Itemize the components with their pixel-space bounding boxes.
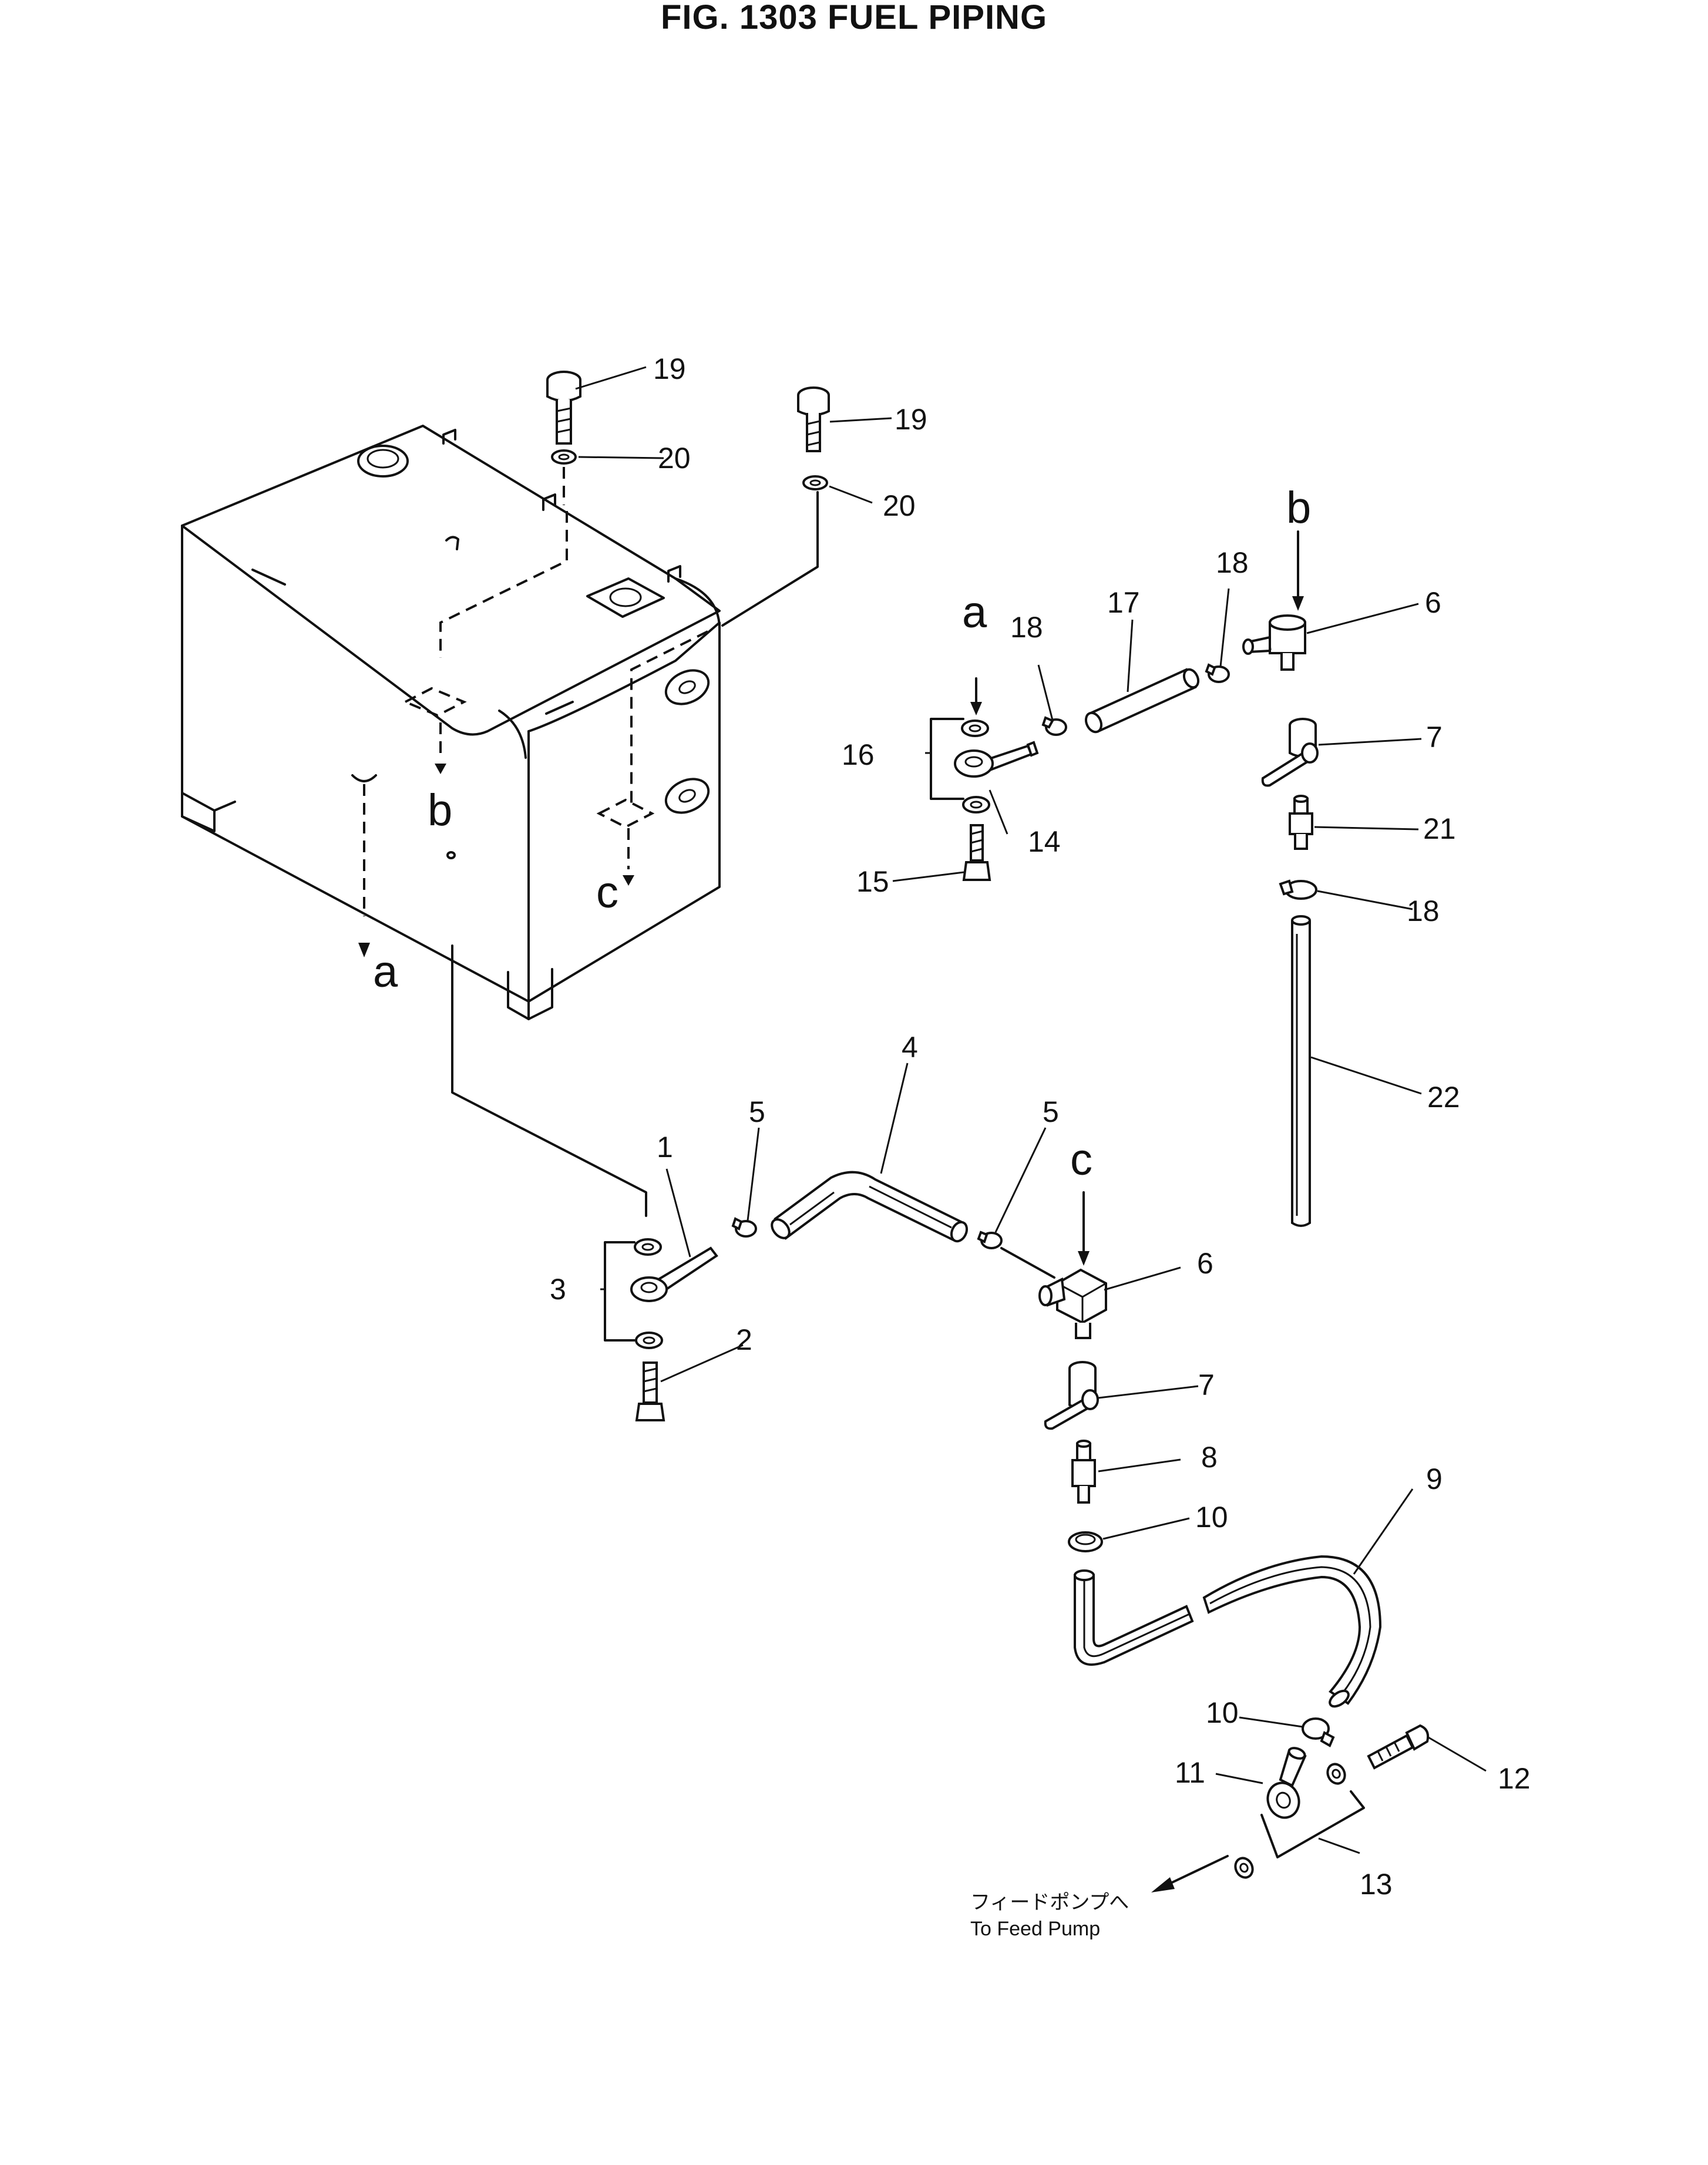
- callout-numbers: 19 20 19 20 1 2 3 4 5 5 6 7 8 9 10 10 11…: [550, 352, 1531, 1901]
- cock-valve-7-upper: [1261, 718, 1319, 787]
- callout-5-left: 5: [749, 1095, 765, 1128]
- tee-fitting-6-upper: [1242, 614, 1306, 671]
- connector-21: [1289, 795, 1313, 850]
- feed-pump-note-jp: フィードポンプへ: [970, 1891, 1129, 1914]
- callout-5-right: 5: [1043, 1095, 1059, 1128]
- bolt-19-left: [546, 371, 581, 445]
- tank-hidden-lines: [363, 511, 708, 916]
- callout-10-upper: 10: [1195, 1501, 1228, 1534]
- bracket-3: [604, 1241, 636, 1342]
- hose-17: [1084, 668, 1200, 734]
- reference-letters: b c a a b c: [373, 483, 1311, 1185]
- hose-clamp-10-lower: [1302, 1717, 1335, 1747]
- cock-valve-7-lower: [1044, 1361, 1099, 1430]
- callout-15: 15: [856, 865, 889, 898]
- outlet-b-point: [446, 851, 456, 859]
- fuel-tank: [181, 425, 721, 1020]
- washer-16-upper: [961, 720, 989, 737]
- callout-14: 14: [1028, 825, 1061, 858]
- hose-4: [771, 1171, 969, 1243]
- washer-3-lower: [635, 1332, 663, 1349]
- hose-22: [1291, 915, 1311, 1227]
- callout-2: 2: [736, 1323, 752, 1356]
- hose-clamp-10-upper: [1068, 1531, 1103, 1552]
- washer-20-right: [802, 475, 828, 490]
- arrow-b-down: [435, 764, 446, 774]
- callout-6-upper: 6: [1425, 586, 1441, 619]
- feed-pump-arrow-line: [1165, 1855, 1229, 1887]
- pipe-b-to-fitting-1: [451, 944, 647, 1217]
- callout-19-right: 19: [895, 403, 927, 436]
- callout-1: 1: [657, 1131, 673, 1164]
- gauge-flange: [586, 577, 665, 618]
- callout-20-left: 20: [658, 442, 691, 475]
- callout-12: 12: [1498, 1762, 1531, 1795]
- hose-clamp-18-right: [1205, 663, 1230, 683]
- hose-clamp-18-left: [1041, 716, 1067, 736]
- callout-7-lower: 7: [1198, 1369, 1215, 1401]
- drain-fitting-a: [351, 774, 377, 782]
- callout-21: 21: [1423, 812, 1456, 845]
- banjo-fitting-14: [954, 741, 1039, 778]
- callout-16: 16: [842, 738, 875, 771]
- hose-clamp-5-left: [731, 1217, 757, 1238]
- feed-pump-note-en: To Feed Pump: [970, 1918, 1100, 1940]
- letter-b-assembly: b: [1286, 483, 1311, 533]
- callout-10-lower: 10: [1206, 1696, 1239, 1729]
- arrow-c-head: [1078, 1251, 1090, 1266]
- callout-22: 22: [1427, 1081, 1460, 1114]
- pipe-clamp-to-tee: [1000, 1247, 1055, 1279]
- callout-17: 17: [1107, 586, 1140, 619]
- callout-4: 4: [902, 1031, 918, 1064]
- eye-bolt-12: [1367, 1724, 1430, 1770]
- callout-20-right: 20: [883, 489, 916, 522]
- elbow-fitting-11: [1266, 1747, 1307, 1819]
- arrow-a-down: [358, 943, 370, 957]
- bracket-13: [1260, 1790, 1365, 1858]
- arrow-b-head: [1292, 596, 1304, 611]
- letter-a-assembly: a: [962, 587, 987, 637]
- callout-3: 3: [550, 1273, 566, 1306]
- callout-7-upper: 7: [1426, 721, 1443, 754]
- washer-20-left: [551, 449, 577, 465]
- callout-18-left: 18: [1010, 611, 1043, 644]
- callout-8: 8: [1201, 1441, 1218, 1474]
- arrow-c-down: [623, 875, 634, 886]
- figure-title: FIG. 1303 FUEL PIPING: [660, 0, 1048, 36]
- leader-lines: [575, 366, 1487, 1854]
- bolt-19-right: [797, 386, 830, 452]
- washer-20-right-leader: [721, 491, 819, 627]
- feed-pump-arrowhead: [1151, 1877, 1175, 1892]
- tee-fitting-6-lower: [1038, 1268, 1107, 1339]
- callout-18-lower: 18: [1407, 895, 1440, 927]
- washer-13-right: [1326, 1763, 1346, 1785]
- washer-3-upper: [634, 1238, 662, 1256]
- side-boss-lower: [664, 778, 710, 814]
- letter-b-tank: b: [428, 785, 452, 835]
- washer-16-lower: [962, 796, 990, 813]
- eye-bolt-15: [962, 824, 991, 881]
- connector-8: [1071, 1440, 1096, 1504]
- callout-9: 9: [1426, 1463, 1443, 1495]
- washer-13-left: [1234, 1857, 1254, 1879]
- callout-18-right: 18: [1216, 546, 1249, 579]
- eye-bolt-2: [635, 1361, 665, 1421]
- letter-a-tank: a: [373, 947, 398, 997]
- hose-9: [1074, 1555, 1382, 1708]
- bracket-16: [930, 718, 964, 800]
- arrow-a-head: [970, 702, 982, 715]
- hose-clamp-18-lower: [1279, 879, 1317, 900]
- callout-11: 11: [1175, 1756, 1205, 1789]
- callout-13: 13: [1360, 1868, 1393, 1901]
- callout-19-left: 19: [653, 352, 686, 385]
- banjo-fitting-1: [630, 1246, 718, 1302]
- letter-c-assembly: c: [1070, 1135, 1092, 1185]
- side-boss-upper: [664, 669, 710, 705]
- letter-c-tank: c: [596, 868, 618, 917]
- hose-clamp-5-right: [977, 1231, 1003, 1249]
- callout-6-lower: 6: [1197, 1247, 1213, 1280]
